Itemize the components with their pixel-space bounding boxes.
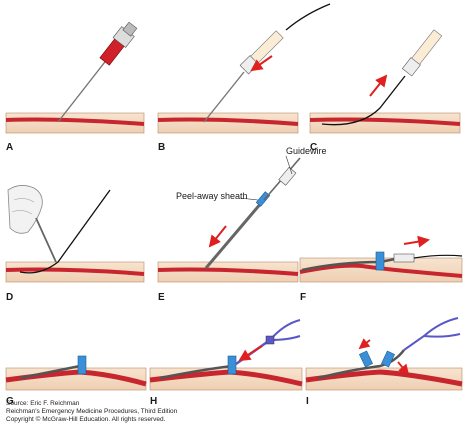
panel-a: A xyxy=(5,21,145,153)
catheter-hub xyxy=(265,335,275,345)
direction-arrow xyxy=(397,361,410,376)
panel-label: C xyxy=(310,142,317,153)
direction-arrow xyxy=(369,74,388,97)
panel-i: I xyxy=(305,317,463,407)
panel-label: H xyxy=(150,396,157,407)
gloved-hand xyxy=(7,185,43,234)
needle xyxy=(57,57,109,123)
direction-arrow xyxy=(238,345,263,362)
needle xyxy=(203,71,245,123)
callout-line xyxy=(239,197,259,201)
dilator-hub xyxy=(278,166,297,186)
syringe xyxy=(99,21,138,66)
credit-copyright-line: Copyright © McGraw-Hill Education. All r… xyxy=(6,416,166,423)
dilator xyxy=(204,201,264,269)
panel-h: H xyxy=(149,319,303,407)
blood-vessel xyxy=(309,117,461,126)
blood-vessel xyxy=(157,117,299,126)
credit-book-line: Reichman's Emergency Medicine Procedures… xyxy=(6,408,178,415)
catheter-limb xyxy=(403,317,459,351)
syringe xyxy=(239,30,284,75)
sheath-hub xyxy=(77,355,87,375)
blood-vessel xyxy=(157,267,299,276)
sheath-hub xyxy=(255,191,271,207)
sheath xyxy=(19,364,81,380)
panel-label: E xyxy=(158,292,165,303)
panel-d: D xyxy=(5,185,145,303)
sheath xyxy=(159,364,233,380)
callout-line xyxy=(285,155,293,175)
catheter-limb xyxy=(423,333,461,338)
panel-f: F xyxy=(299,235,463,303)
guidewire xyxy=(285,3,331,31)
blood-vessel xyxy=(5,117,145,126)
direction-arrow xyxy=(250,55,273,72)
credit-source-line: Source: Eric F. Reichman xyxy=(6,400,80,407)
guidewire xyxy=(19,189,111,274)
sheath-hub xyxy=(375,251,385,271)
direction-arrow xyxy=(208,225,227,248)
scalpel xyxy=(35,217,57,263)
sheath-half xyxy=(381,350,395,368)
source-credit: Source: Eric F. Reichman Reichman's Emer… xyxy=(6,400,306,424)
panel-c: C xyxy=(309,29,461,153)
blood-vessel xyxy=(305,369,463,387)
panel-label: B xyxy=(158,142,165,153)
panel-label: D xyxy=(6,292,13,303)
panel-label: A xyxy=(6,142,13,153)
panel-label: I xyxy=(306,396,309,407)
guidewire xyxy=(321,75,406,126)
panel-b: B xyxy=(157,3,331,153)
sheath-callout: Peel-away sheath xyxy=(176,191,248,201)
sheath-half xyxy=(359,350,373,368)
guidewire xyxy=(413,254,463,259)
blood-vessel xyxy=(5,267,145,276)
direction-arrow xyxy=(358,338,371,350)
panel-g: G xyxy=(5,355,147,407)
panel-label: G xyxy=(6,396,14,407)
dilator-hub xyxy=(393,253,415,263)
blood-vessel xyxy=(299,263,463,278)
direction-arrow xyxy=(403,235,430,248)
panel-label: F xyxy=(300,292,306,303)
sheath-hub xyxy=(227,355,237,375)
guidewire-callout: Guidewire xyxy=(286,146,327,156)
syringe xyxy=(401,29,443,77)
catheter xyxy=(317,349,405,380)
panel-e: Guidewire Peel-away sheath E xyxy=(157,146,327,303)
